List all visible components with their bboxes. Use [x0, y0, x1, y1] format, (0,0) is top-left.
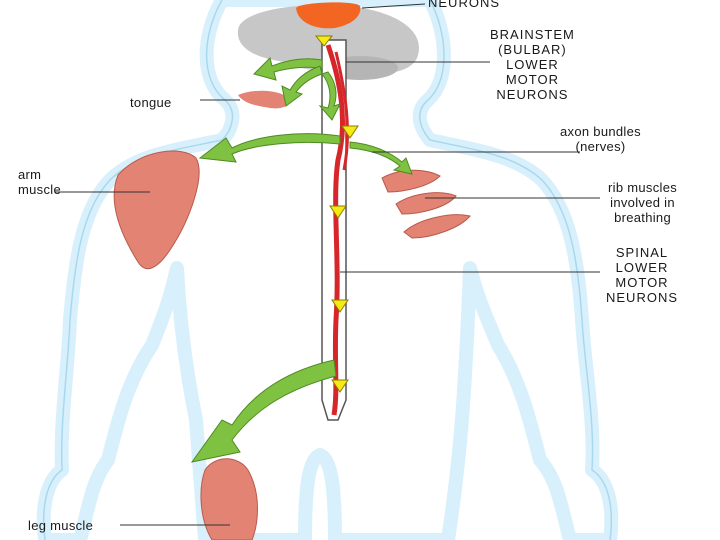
- label-leg-muscle: leg muscle: [28, 518, 94, 533]
- yellow-arrow-1: [314, 35, 334, 47]
- label-rib-muscles: rib muscles involved in breathing: [608, 180, 678, 225]
- leader-upper-neurons: [361, 3, 426, 9]
- green-arrows: [190, 57, 413, 463]
- yellow-arrow-4: [331, 299, 349, 313]
- spinal-neuron-tract-2: [334, 51, 349, 171]
- tongue: [238, 90, 290, 109]
- arm-muscle: [113, 150, 200, 270]
- label-brainstem: BRAINSTEM (BULBAR) LOWER MOTOR NEURONS: [490, 27, 575, 102]
- label-tongue: tongue: [130, 95, 172, 110]
- label-spinal-neurons: SPINAL LOWER MOTOR NEURONS: [606, 245, 679, 305]
- rib-muscles: [381, 169, 471, 239]
- rib-muscle-2: [395, 192, 457, 215]
- yellow-arrows: [314, 35, 359, 393]
- green-arrow-tongue: [281, 65, 323, 107]
- rib-muscle-3: [403, 214, 471, 239]
- yellow-arrow-3: [329, 205, 347, 219]
- label-arm-muscle: arm muscle: [18, 167, 61, 197]
- spinal-neuron-tract: [325, 44, 345, 416]
- green-arrow-ribs: [349, 141, 413, 175]
- upper-motor-neurons: [296, 2, 361, 29]
- green-arrow-arm: [198, 133, 341, 163]
- yellow-arrow-2: [341, 125, 359, 139]
- yellow-arrow-5: [331, 379, 349, 393]
- torso-line: [172, 267, 475, 540]
- green-arrow-face: [253, 57, 323, 81]
- leg-muscle: [200, 458, 258, 540]
- green-arrow-leg: [190, 359, 337, 463]
- label-upper-neurons: NEURONS: [428, 0, 501, 10]
- leader-lines: [55, 3, 600, 526]
- green-arrow-throat: [318, 71, 341, 121]
- label-axon-bundles: axon bundles (nerves): [560, 124, 641, 154]
